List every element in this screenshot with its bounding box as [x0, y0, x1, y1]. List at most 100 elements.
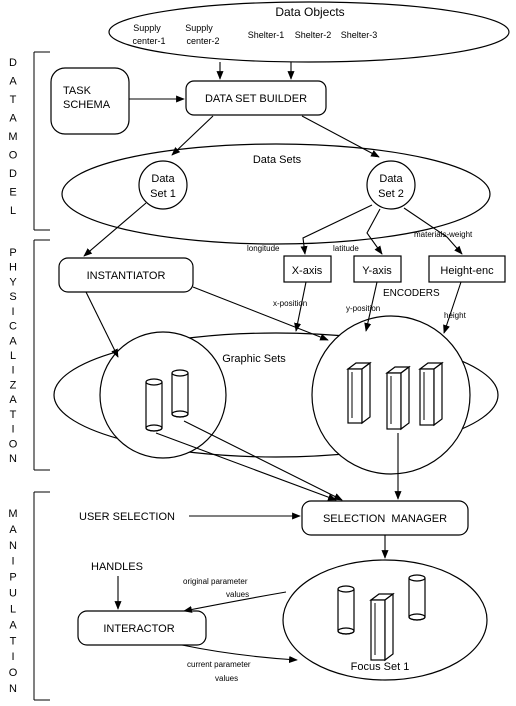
- side-label-letter: N: [9, 683, 17, 695]
- focus-set-node: Focus Set 1: [282, 559, 488, 681]
- side-label-letter: P: [9, 247, 16, 259]
- section-bracket-data-model: [33, 51, 50, 231]
- y-axis-encoder-node: Y-axis: [353, 255, 402, 283]
- current-params-label: current parameter: [187, 660, 251, 669]
- arrow: [192, 286, 329, 341]
- arrow: [85, 291, 119, 358]
- height-encoder-node: Height-enc: [428, 255, 506, 283]
- box-glyph: [369, 592, 395, 662]
- side-label-letter: S: [9, 291, 16, 303]
- side-label-letter: D: [9, 57, 17, 69]
- data-object-label: center-1: [132, 36, 165, 46]
- x-axis-encoder-node: X-axis: [283, 255, 332, 283]
- output-height-label: height: [444, 311, 467, 320]
- selection-manager-node: SELECTION MANAGER: [301, 500, 469, 536]
- data-sets-node: Data Sets Data Set 1 Data Set 2: [61, 143, 491, 245]
- arrow: [366, 208, 383, 255]
- data-set-builder-label: DATA SET BUILDER: [205, 93, 307, 105]
- side-label-letter: I: [11, 651, 14, 663]
- side-label-letter: A: [9, 394, 17, 406]
- task-schema-node: TASK SCHEMA: [50, 67, 130, 135]
- side-label-letter: L: [10, 205, 16, 217]
- cylinder-glyph: [171, 369, 189, 418]
- user-selection-label: USER SELECTION: [79, 511, 175, 523]
- side-label-letter: O: [9, 438, 18, 450]
- data-object-label: Shelter-3: [341, 30, 378, 40]
- height-encoder-label: Height-enc: [440, 265, 494, 277]
- data-objects-title: Data Objects: [275, 5, 344, 19]
- arrow: [443, 281, 462, 334]
- side-label-letter: D: [9, 168, 17, 180]
- side-label-letter: I: [11, 424, 14, 436]
- output-x-position-label: x-position: [273, 299, 307, 308]
- data-set-2-label: Data: [379, 173, 403, 185]
- arrow: [83, 202, 147, 257]
- input-latitude-label: latitude: [333, 244, 359, 253]
- box-glyph: [418, 361, 444, 427]
- current-params-label: values: [215, 674, 238, 683]
- connector-arrows: [83, 62, 463, 664]
- handles-label: HANDLES: [91, 561, 143, 573]
- x-axis-encoder-label: X-axis: [292, 265, 323, 277]
- data-objects-node: Data Objects Supply center-1 Supply cent…: [108, 1, 510, 63]
- data-object-label: Shelter-2: [295, 30, 332, 40]
- side-label-letter: T: [10, 635, 17, 647]
- encoders-label: ENCODERS: [383, 288, 440, 299]
- arrow: [300, 204, 373, 255]
- data-object-label: center-2: [186, 36, 219, 46]
- graphic-sets-title: Graphic Sets: [222, 353, 286, 365]
- interactor-label: INTERACTOR: [103, 623, 174, 635]
- side-label-letter: I: [11, 365, 14, 377]
- interactor-node: INTERACTOR: [77, 610, 207, 646]
- box-glyph: [346, 361, 372, 425]
- data-set-1-label: Set 1: [150, 188, 176, 200]
- arrow: [181, 644, 298, 664]
- side-label-letter: L: [10, 350, 16, 362]
- arrow: [155, 432, 337, 501]
- data-set-1-label: Data: [151, 173, 175, 185]
- side-label-letter: O: [9, 667, 18, 679]
- original-params-label: values: [226, 590, 249, 599]
- cylinder-glyph: [408, 574, 426, 621]
- section-bracket-manipulation: [33, 491, 50, 701]
- arrow: [183, 420, 343, 501]
- side-label-letter: Z: [10, 379, 17, 391]
- arrow: [403, 207, 463, 255]
- instantiator-node: INSTANTIATOR: [58, 257, 194, 293]
- data-object-label: Supply: [133, 23, 161, 33]
- section-bracket-physicalization: [33, 239, 50, 471]
- side-label-letter: A: [9, 76, 17, 88]
- side-label-letter: E: [9, 187, 16, 199]
- selection-manager-label: SELECTION MANAGER: [323, 513, 447, 525]
- side-label-letter: M: [8, 131, 17, 143]
- side-label-letter: P: [9, 572, 16, 584]
- cylinder-glyph: [337, 585, 355, 635]
- side-label-letter: U: [9, 588, 17, 600]
- side-label-letter: A: [9, 113, 17, 125]
- side-label-letter: L: [10, 604, 16, 616]
- arrow: [294, 281, 307, 332]
- box-glyph: [385, 365, 411, 431]
- data-set-builder-node: DATA SET BUILDER: [185, 80, 327, 116]
- side-label-letter: O: [9, 150, 18, 162]
- data-object-label: Supply: [185, 23, 213, 33]
- side-label-letter: H: [9, 262, 17, 274]
- side-label-letter: C: [9, 321, 17, 333]
- task-schema-label: TASK: [63, 85, 92, 97]
- data-object-label: Shelter-1: [248, 30, 285, 40]
- side-label-letter: N: [9, 540, 17, 552]
- data-sets-title: Data Sets: [253, 154, 302, 166]
- side-label-letter: T: [10, 409, 17, 421]
- input-longitude-label: longitude: [247, 244, 280, 253]
- task-schema-label: SCHEMA: [63, 99, 111, 111]
- side-label-letter: Y: [9, 276, 17, 288]
- data-set-2-label: Set 2: [378, 188, 404, 200]
- side-label-letter: A: [9, 619, 17, 631]
- arrow: [183, 591, 287, 613]
- side-label-letter: M: [8, 508, 17, 520]
- original-params-label: original parameter: [183, 577, 248, 586]
